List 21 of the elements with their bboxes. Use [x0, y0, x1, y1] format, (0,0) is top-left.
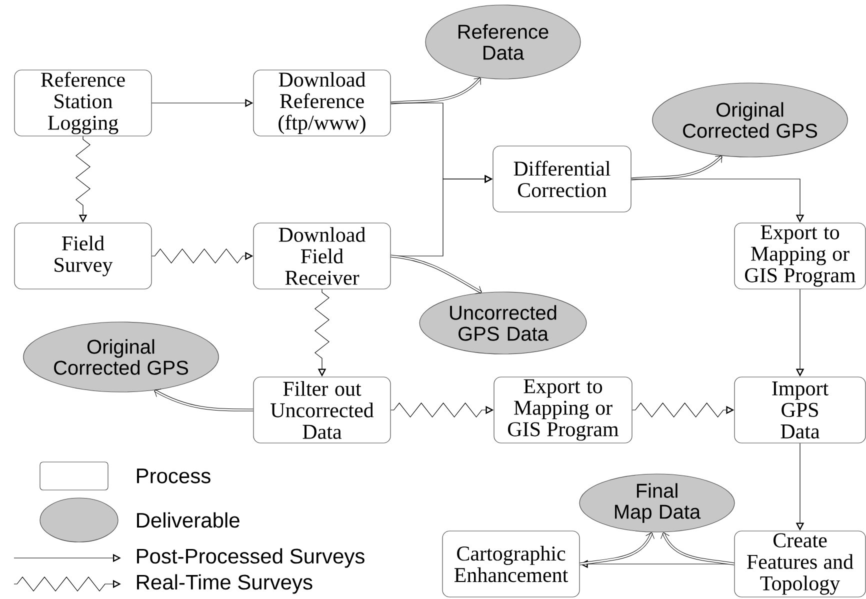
output-arrow: [580, 532, 654, 566]
output-arrow: [154, 388, 254, 412]
process-box: Download Reference (ftp/www): [253, 70, 391, 136]
process-box: Reference Station Logging: [14, 70, 152, 136]
legend-text: Post-Processed Surveys: [137, 548, 364, 568]
process-box: Filter out Uncorrected Data: [253, 376, 391, 444]
legend-text: Process: [137, 468, 210, 484]
output-arrow: [631, 155, 723, 180]
process-box: Field Survey: [14, 222, 152, 290]
process-box: Export to Mapping or GIS Program: [494, 376, 632, 444]
output-arrow: [660, 532, 734, 566]
legend-text: Deliverable: [137, 512, 240, 528]
output-arrow: [390, 254, 482, 294]
process-box: Import GPS Data: [734, 376, 866, 444]
process-box: Differential Correction: [492, 146, 632, 212]
process-box: Export to Mapping or GIS Program: [734, 222, 866, 290]
process-box: Download Field Receiver: [253, 222, 391, 290]
process-box: Cartographic Enhancement: [442, 530, 580, 598]
output-arrow: [390, 77, 482, 104]
legend-text: Real-Time Surveys: [137, 574, 312, 594]
process-box: Create Features and Topology: [734, 530, 866, 598]
